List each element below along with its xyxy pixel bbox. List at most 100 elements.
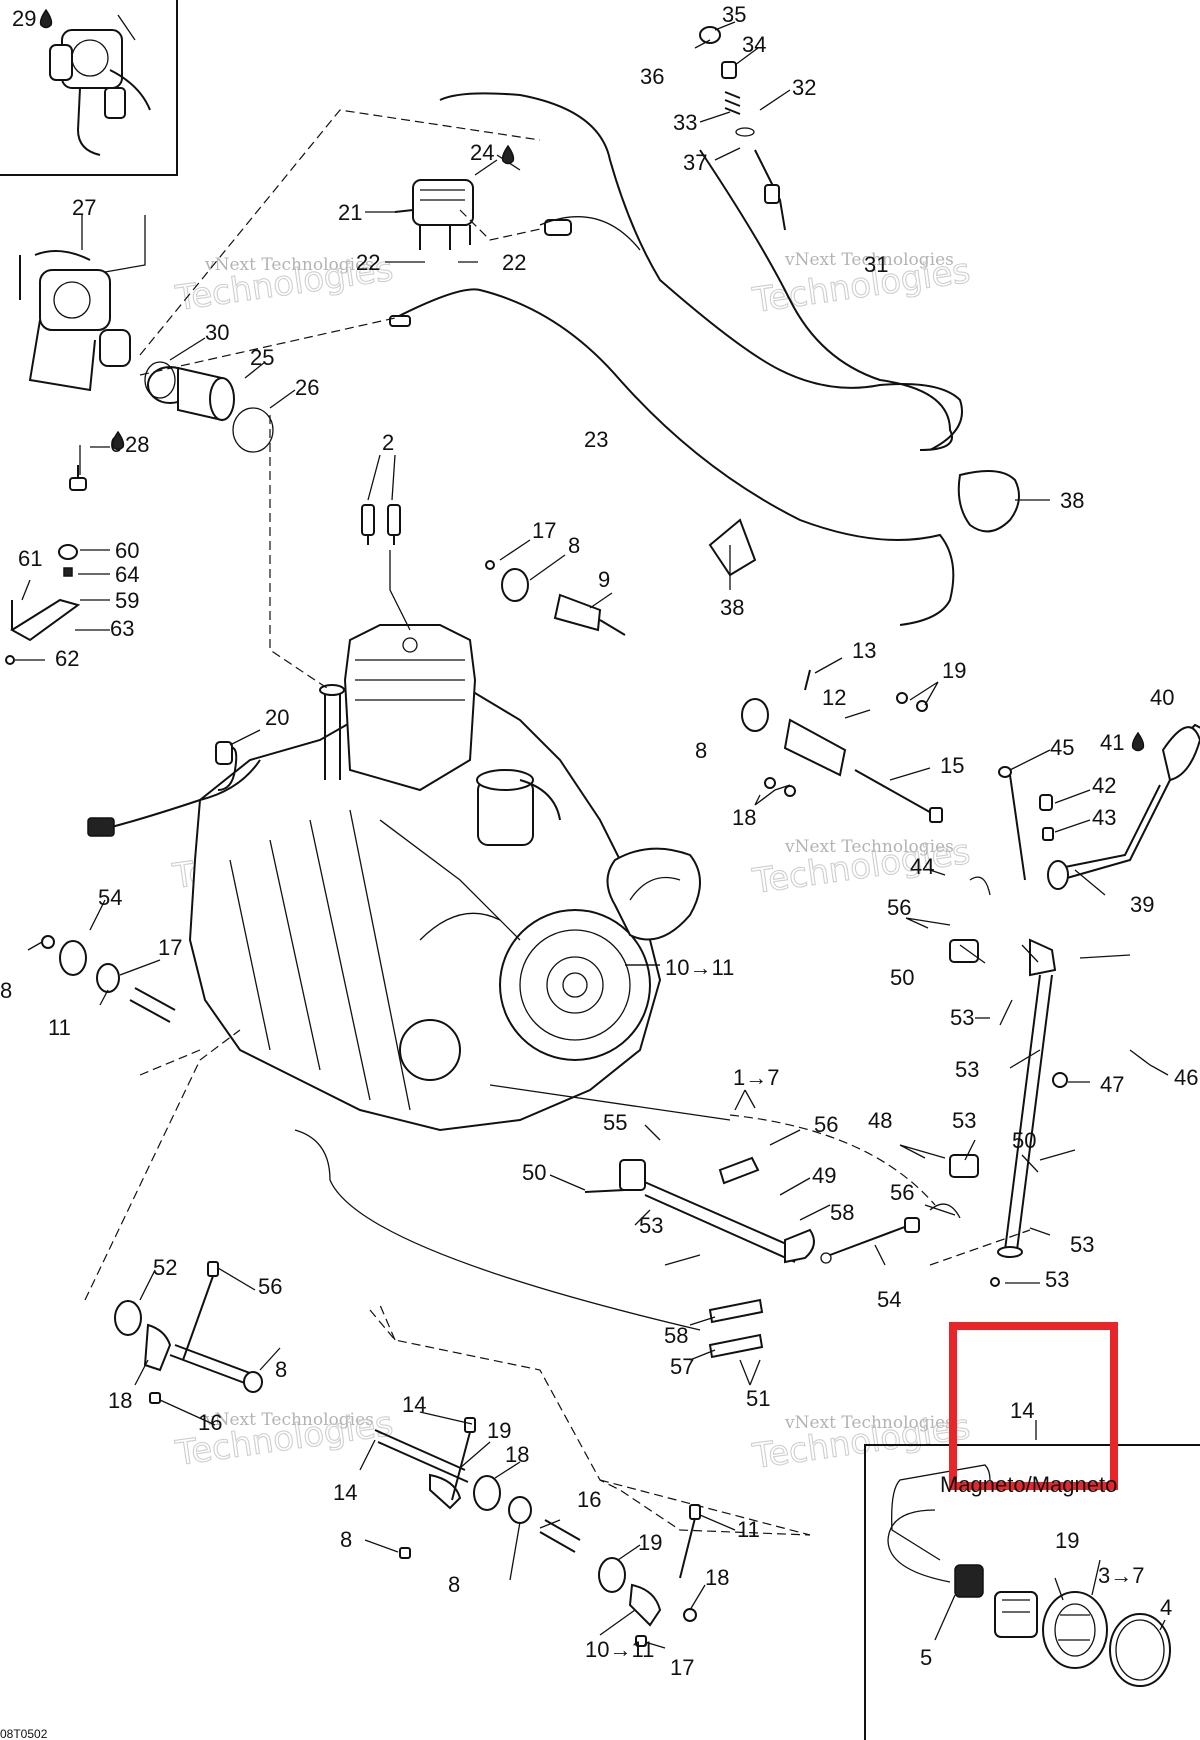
callout-number: 38 (1060, 488, 1084, 513)
callout-number: 64 (115, 562, 139, 587)
callout-number: 43 (1092, 805, 1116, 830)
callout-number: 56 (814, 1112, 838, 1137)
callout-number: 19 (638, 1530, 662, 1555)
callout-number: 34 (742, 32, 766, 57)
callout-number: 38 (720, 595, 744, 620)
callout-number: 12 (822, 685, 846, 710)
callout-number: 53 (639, 1213, 663, 1238)
callout-number: 28 (125, 432, 149, 457)
callout-number: 10→11 (585, 1637, 654, 1662)
carburetor-sketch (49, 14, 151, 156)
callout-number: 59 (115, 588, 139, 613)
callout-number: 16 (577, 1487, 601, 1512)
callout-number: 11 (48, 1015, 71, 1040)
watermark: vNext Technologies (204, 1410, 374, 1430)
callout-number: 51 (746, 1386, 770, 1411)
callout-number: 18 (505, 1442, 529, 1467)
callout-number: 32 (792, 75, 816, 100)
callout-number: 19 (487, 1418, 511, 1443)
callout-number: 55 (603, 1110, 627, 1135)
callout-number: 14 (1010, 1398, 1034, 1423)
callout-number: 54 (98, 885, 122, 910)
watermark: vNext Technologies (784, 837, 954, 857)
callout-number: 39 (1130, 892, 1154, 917)
ignition-coil (394, 179, 474, 250)
callout-number: 53 (955, 1057, 979, 1082)
engine-mounts-left (41, 935, 263, 1404)
callout-number: 56 (258, 1274, 282, 1299)
callout-number: 8 (568, 533, 580, 558)
callout-number: 47 (1100, 1072, 1124, 1097)
callout-number: 8 (0, 978, 12, 1003)
callout-number: 50 (890, 965, 914, 990)
callout-number: 17 (670, 1655, 694, 1680)
callout-number: 22 (502, 250, 526, 275)
callout-number: 41 (1100, 730, 1124, 755)
cable-routing (389, 92, 963, 626)
callout-number: 50 (1012, 1128, 1036, 1153)
carb-small-parts (5, 465, 87, 665)
highlight-box (949, 1322, 1118, 1490)
callout-number: 8 (695, 738, 707, 763)
callout-number: 19 (1055, 1528, 1079, 1553)
callout-number: 60 (115, 538, 139, 563)
callout-number: 37 (683, 150, 707, 175)
callout-number: 1→7 (733, 1065, 779, 1090)
callout-number: 21 (338, 200, 362, 225)
callout-number: 15 (940, 753, 964, 778)
callout-number: 33 (673, 110, 697, 135)
callout-number: 10→11 (665, 955, 734, 980)
shift-linkage (969, 723, 1200, 1287)
callout-number: 48 (868, 1108, 892, 1133)
callout-number: 8 (275, 1357, 287, 1382)
shift-rod-assembly (584, 939, 1039, 1359)
callout-labels: 2927302526286061645963623635343332372421… (0, 2, 1198, 1680)
callout-number: 17 (158, 935, 182, 960)
callout-number: 18 (705, 1565, 729, 1590)
callout-number: 52 (153, 1255, 177, 1280)
callout-number: 27 (72, 195, 96, 220)
watermark: vNext Technologies (784, 250, 954, 270)
choke-assembly (699, 26, 786, 231)
callout-number: 25 (250, 345, 274, 370)
callout-number: 20 (265, 705, 289, 730)
callout-number: 17 (532, 518, 556, 543)
oil-drop-icon (1131, 731, 1145, 752)
callout-number: 62 (55, 646, 79, 671)
callout-number: 53 (952, 1108, 976, 1133)
callout-number: 18 (732, 805, 756, 830)
oil-drop-icons (39, 8, 1145, 752)
callout-number: 3→7 (1098, 1563, 1144, 1588)
callout-number: 56 (890, 1180, 914, 1205)
callout-number: 53 (1070, 1232, 1094, 1257)
callout-number: 19 (942, 658, 966, 683)
callout-number: 40 (1150, 685, 1174, 710)
callout-number: 26 (295, 375, 319, 400)
callout-number: 30 (205, 320, 229, 345)
callout-number: 54 (877, 1287, 901, 1312)
watermark: vNext Technologies (784, 1413, 954, 1433)
callout-number: 24 (470, 140, 494, 165)
callout-number: 63 (110, 616, 134, 641)
intake-boot (144, 361, 274, 453)
callout-number: 11 (737, 1517, 760, 1542)
oil-drop-icon (111, 430, 125, 451)
callout-number: 61 (18, 546, 42, 571)
oil-drop-icon (39, 8, 53, 29)
gaskets (708, 470, 1020, 577)
callout-number: 8 (340, 1527, 352, 1552)
callout-number: 36 (640, 64, 664, 89)
callout-number: 50 (522, 1160, 546, 1185)
callout-number: 42 (1092, 773, 1116, 798)
spark-plugs (361, 504, 401, 545)
callout-number: 23 (584, 427, 608, 452)
magneto-inset (864, 1444, 1200, 1740)
callout-number: 14 (402, 1392, 426, 1417)
magneto-box-title: Magneto/Magneto (940, 1472, 1117, 1497)
callout-number: 9 (598, 567, 610, 592)
callout-number: 57 (670, 1354, 694, 1379)
callout-number: 2 (382, 430, 394, 455)
callout-number: 44 (910, 854, 934, 879)
callout-number: 16 (198, 1410, 222, 1435)
